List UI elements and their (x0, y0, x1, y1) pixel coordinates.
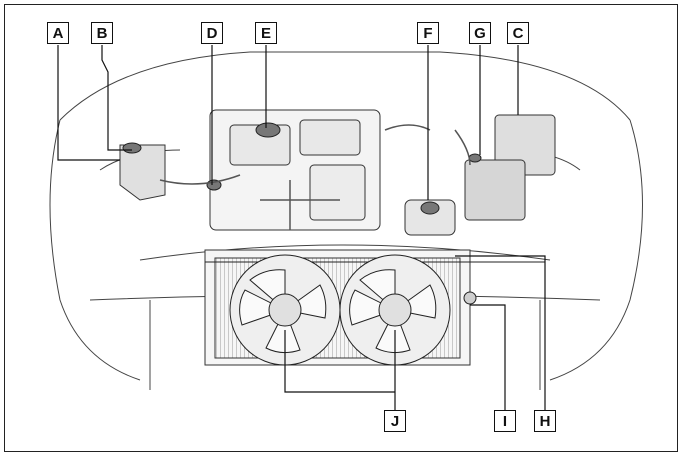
callout-j: J (384, 410, 406, 432)
callout-g: G (469, 22, 491, 44)
battery-terminal (468, 153, 482, 163)
callout-a: A (47, 22, 69, 44)
callout-i: I (494, 410, 516, 432)
coolant-cap (420, 201, 440, 215)
leader-a (57, 45, 120, 161)
callout-c: C (507, 22, 529, 44)
brake-fluid-cap (122, 142, 142, 154)
callout-f: F (417, 22, 439, 44)
throttle-body (309, 164, 366, 221)
washer-tank (119, 144, 166, 201)
oil-filler-cap (255, 122, 281, 138)
air-box (299, 119, 361, 156)
leader-i (470, 304, 506, 410)
leader-b (101, 45, 132, 151)
callout-b: B (91, 22, 113, 44)
fan-left-hub (268, 293, 302, 327)
hose-3 (454, 129, 471, 166)
coolant-reservoir (404, 199, 456, 236)
hood-outline (59, 51, 631, 121)
leader-h (455, 255, 546, 410)
leader-j (284, 330, 396, 410)
front-bumper-curve (139, 244, 551, 261)
left-fender (49, 119, 141, 381)
callout-h: H (534, 410, 556, 432)
callout-d: D (201, 22, 223, 44)
radiator-cap-i (463, 291, 477, 305)
right-fender (549, 119, 643, 381)
battery (464, 159, 526, 221)
fan-right-hub (378, 293, 412, 327)
hose-2 (384, 124, 431, 131)
callout-e: E (255, 22, 277, 44)
hose-1 (159, 174, 241, 185)
